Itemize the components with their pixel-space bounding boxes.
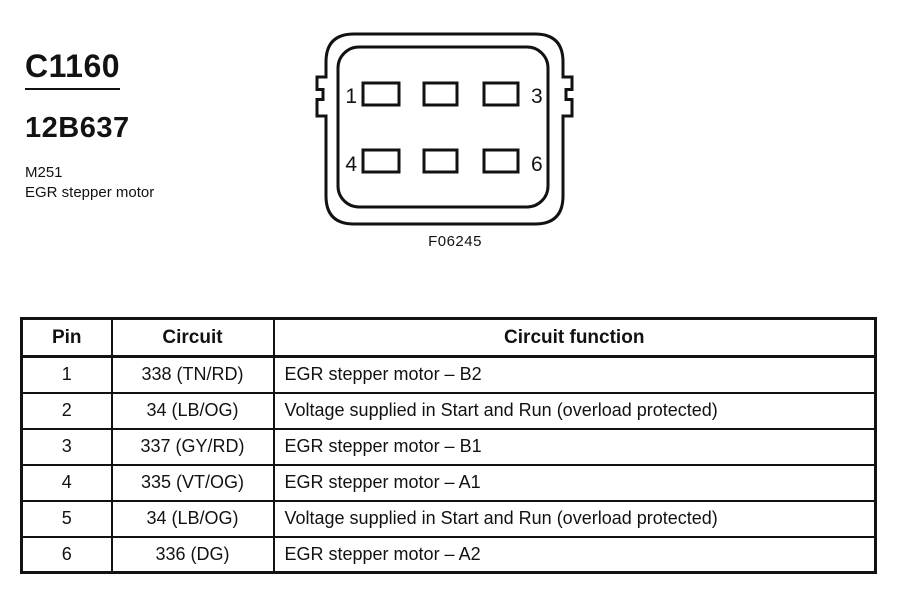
pin-cavity-6: [482, 148, 520, 174]
function-cell: Voltage supplied in Start and Run (overl…: [272, 499, 877, 538]
pin-cavity-3: [482, 81, 520, 107]
pin-cavity-2: [422, 81, 459, 107]
connector-inner-shell: [336, 45, 550, 209]
function-cell: EGR stepper motor – B2: [272, 355, 877, 394]
pin-label-6: 6: [531, 153, 543, 176]
function-cell: EGR stepper motor – A1: [272, 463, 877, 502]
circuit-cell: 34 (LB/OG): [110, 499, 275, 538]
pin-label-4: 4: [345, 153, 357, 176]
header-circuit-function: Circuit function: [272, 317, 877, 358]
function-cell: EGR stepper motor – A2: [272, 535, 877, 574]
connector-id: C1160: [25, 48, 121, 90]
header-circuit: Circuit: [110, 317, 275, 358]
table-row: 3 337 (GY/RD) EGR stepper motor – B1: [20, 427, 877, 466]
pinout-table: Pin Circuit Circuit function 1 338 (TN/R…: [20, 317, 877, 574]
circuit-cell: 34 (LB/OG): [110, 391, 275, 430]
pin-cavity-5: [422, 148, 459, 174]
circuit-cell: 335 (VT/OG): [110, 463, 275, 502]
table-header-row: Pin Circuit Circuit function: [20, 317, 877, 358]
pin-cavity-4: [361, 148, 401, 174]
pin-cell: 3: [20, 427, 113, 466]
circuit-cell: 336 (DG): [110, 535, 275, 574]
component-code: M251: [25, 164, 63, 181]
table-row: 4 335 (VT/OG) EGR stepper motor – A1: [20, 463, 877, 502]
circuit-cell: 337 (GY/RD): [110, 427, 275, 466]
function-cell: Voltage supplied in Start and Run (overl…: [272, 391, 877, 430]
component-name: EGR stepper motor: [25, 184, 155, 201]
figure-number: F06245: [428, 233, 482, 250]
connector-diagram: 1 3 4 6: [312, 30, 578, 230]
pin-cell: 6: [20, 535, 113, 574]
pin-cavity-1: [361, 81, 401, 107]
table-row: 1 338 (TN/RD) EGR stepper motor – B2: [20, 355, 877, 394]
pin-cell: 2: [20, 391, 113, 430]
circuit-cell: 338 (TN/RD): [110, 355, 275, 394]
pin-label-1: 1: [345, 85, 357, 108]
connector-face-drawing: 1 3 4 6: [315, 32, 574, 226]
pin-cell: 4: [20, 463, 113, 502]
connector-outer-shell: [315, 32, 574, 226]
part-number: 12B637: [25, 112, 130, 144]
header-pin: Pin: [20, 317, 113, 358]
table-row: 6 336 (DG) EGR stepper motor – A2: [20, 535, 877, 574]
pin-label-3: 3: [531, 85, 543, 108]
table-row: 5 34 (LB/OG) Voltage supplied in Start a…: [20, 499, 877, 538]
pin-cell: 5: [20, 499, 113, 538]
function-cell: EGR stepper motor – B1: [272, 427, 877, 466]
id-block: C1160 12B637 M251 EGR stepper motor: [25, 48, 295, 203]
pin-cell: 1: [20, 355, 113, 394]
table-row: 2 34 (LB/OG) Voltage supplied in Start a…: [20, 391, 877, 430]
